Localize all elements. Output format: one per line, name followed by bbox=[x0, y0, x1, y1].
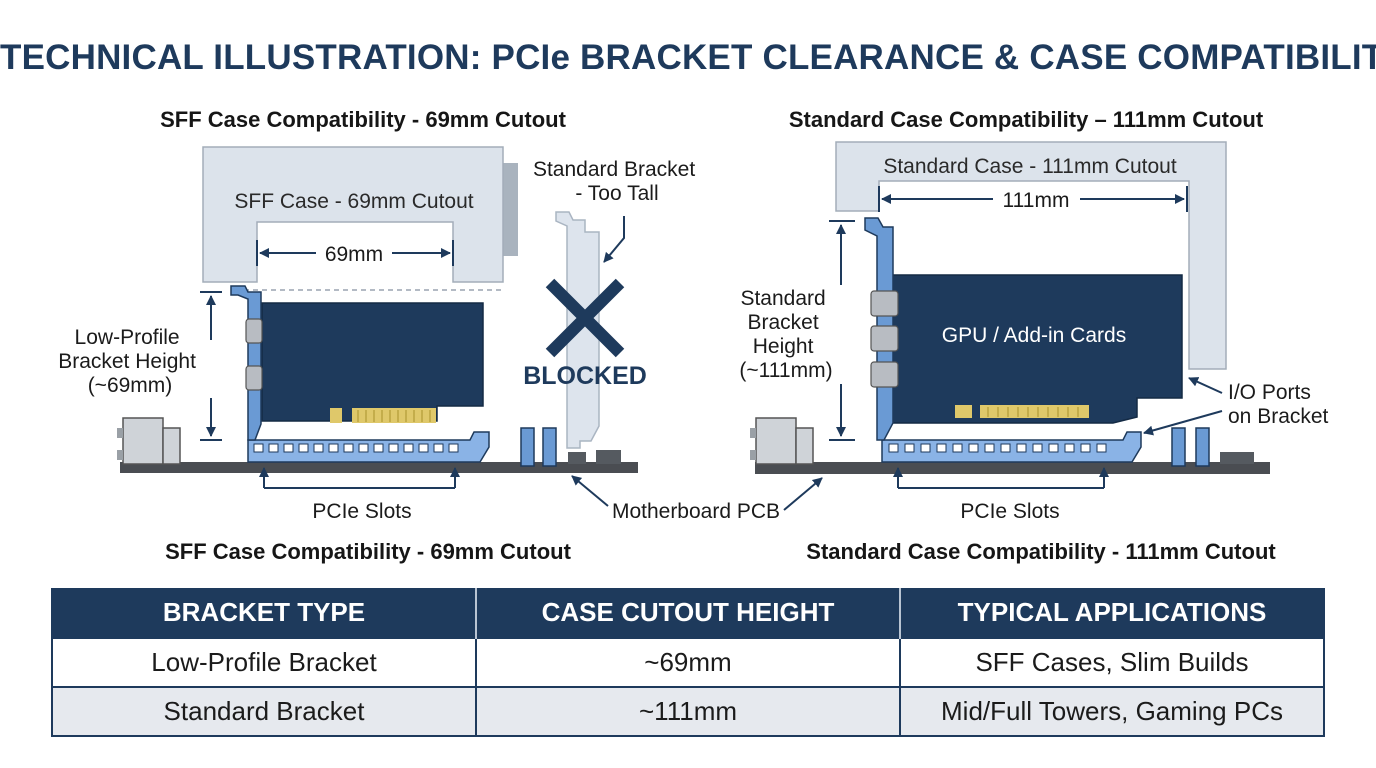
io-callout-arrow-lower bbox=[1143, 410, 1223, 436]
right-pcie-slot bbox=[881, 431, 1142, 463]
blocked-x-icon bbox=[545, 278, 625, 358]
right-pcie-slots-callout bbox=[893, 467, 1109, 489]
left-panel-heading: SFF Case Compatibility - 69mm Cutout bbox=[160, 107, 566, 132]
right-ram-slots bbox=[1171, 427, 1210, 467]
table-cell: SFF Cases, Slim Builds bbox=[899, 637, 1325, 688]
table-header-cell: CASE CUTOUT HEIGHT bbox=[475, 588, 901, 638]
low-profile-bracket bbox=[230, 285, 263, 441]
low-profile-height-dimension-line bbox=[200, 291, 222, 441]
left-pcb-components bbox=[568, 450, 621, 464]
left-motherboard-pcb bbox=[120, 462, 638, 473]
left-io-connector bbox=[117, 417, 181, 465]
standard-cutout-dimension-line bbox=[878, 186, 1188, 212]
low-profile-card bbox=[261, 302, 484, 423]
sff-case-label: SFF Case - 69mm Cutout bbox=[234, 190, 473, 213]
left-pcie-slots-callout bbox=[259, 467, 460, 489]
table-cell: Mid/Full Towers, Gaming PCs bbox=[899, 686, 1325, 737]
standard-cutout-dimension: 111mm bbox=[1003, 189, 1070, 212]
blocked-bracket-label: Standard Bracket - Too Tall bbox=[533, 158, 701, 205]
sff-cutout-dimension: 69mm bbox=[325, 243, 383, 266]
right-pcb-component bbox=[1220, 452, 1254, 464]
table-header-cell: BRACKET TYPE bbox=[51, 588, 477, 638]
compatibility-table: BRACKET TYPE CASE CUTOUT HEIGHT TYPICAL … bbox=[51, 588, 1325, 737]
left-pcie-slots-label: PCIe Slots bbox=[312, 500, 411, 523]
sff-cutout-dimension-line bbox=[256, 240, 454, 266]
standard-case-label: Standard Case - 111mm Cutout bbox=[883, 155, 1177, 178]
table-cell: ~69mm bbox=[475, 637, 901, 688]
table-row: Low-Profile Bracket ~69mm SFF Cases, Sli… bbox=[51, 637, 1325, 688]
table-cell: Standard Bracket bbox=[51, 686, 477, 737]
standard-bracket bbox=[864, 217, 899, 441]
motherboard-pcb-label: Motherboard PCB bbox=[612, 500, 780, 523]
low-profile-height-label: Low-Profile Bracket Height (~69mm) bbox=[58, 326, 202, 397]
right-motherboard-pcb bbox=[755, 462, 1270, 474]
table-row: Standard Bracket ~111mm Mid/Full Towers,… bbox=[51, 686, 1325, 737]
right-io-connector bbox=[750, 417, 814, 465]
page-title: TECHNICAL ILLUSTRATION: PCIe BRACKET CLE… bbox=[0, 38, 1376, 77]
table-header-cell: TYPICAL APPLICATIONS bbox=[899, 588, 1325, 638]
bracket-clearance-diagram: SFF Case Compatibility - 69mm Cutout SFF… bbox=[58, 107, 1329, 564]
right-footer-heading: Standard Case Compatibility - 111mm Cuto… bbox=[806, 539, 1276, 564]
right-panel-heading: Standard Case Compatibility – 111mm Cuto… bbox=[789, 107, 1264, 132]
pcb-callout-arrow-right bbox=[783, 477, 823, 511]
pcb-callout-arrow-left bbox=[571, 475, 609, 507]
left-ram-slots bbox=[520, 427, 557, 467]
sff-case bbox=[202, 146, 518, 283]
table-cell: ~111mm bbox=[475, 686, 901, 737]
blocked-bracket-callout-arrow bbox=[603, 216, 625, 263]
standard-height-dimension-line bbox=[829, 220, 855, 441]
gpu-card bbox=[883, 274, 1183, 424]
table-cell: Low-Profile Bracket bbox=[51, 637, 477, 688]
right-pcie-slots-label: PCIe Slots bbox=[960, 500, 1059, 523]
left-footer-heading: SFF Case Compatibility - 69mm Cutout bbox=[165, 539, 571, 564]
left-pcie-slot bbox=[247, 431, 490, 463]
standard-height-label: Standard Bracket Height (~111mm) bbox=[739, 287, 832, 382]
gpu-card-label: GPU / Add-in Cards bbox=[942, 324, 1126, 347]
standard-case bbox=[835, 141, 1227, 370]
table-header-row: BRACKET TYPE CASE CUTOUT HEIGHT TYPICAL … bbox=[51, 588, 1325, 638]
blocked-label: BLOCKED bbox=[523, 362, 647, 390]
io-callout-arrow-upper bbox=[1188, 377, 1223, 394]
io-ports-label: I/O Ports on Bracket bbox=[1228, 381, 1329, 428]
